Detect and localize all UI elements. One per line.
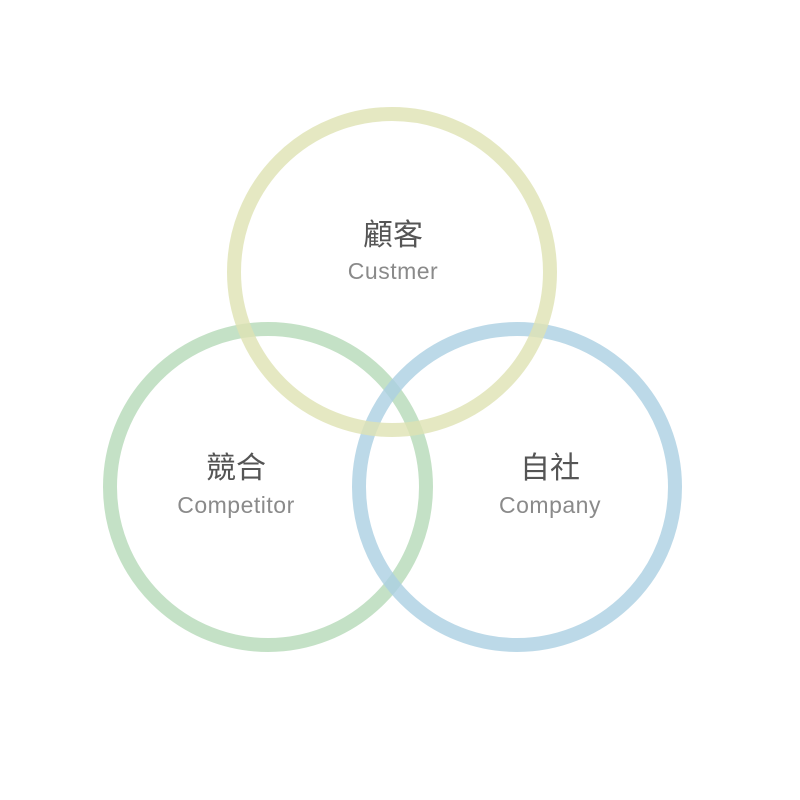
competitor-label-jp: 競合: [206, 451, 266, 486]
company-circle: [352, 322, 682, 652]
company-label-jp: 自社: [520, 451, 580, 486]
company-label-en: Company: [499, 492, 601, 518]
customer-circle: [227, 107, 557, 437]
competitor-label: 競合 Competitor: [177, 451, 294, 518]
competitor-circle: [103, 322, 433, 652]
company-label: 自社 Company: [499, 451, 601, 518]
customer-label-jp: 顧客: [363, 218, 423, 253]
customer-label-en: Custmer: [348, 258, 438, 284]
competitor-label-en: Competitor: [177, 492, 294, 518]
customer-label: 顧客 Custmer: [348, 218, 438, 284]
